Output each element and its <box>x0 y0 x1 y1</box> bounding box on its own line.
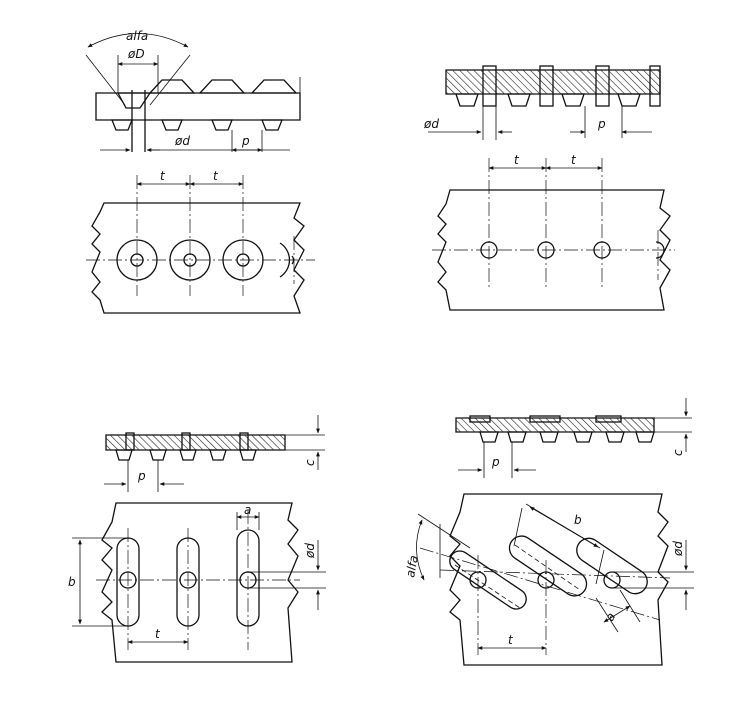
belt-outline-3 <box>101 502 299 663</box>
pitch-label: p <box>241 134 250 148</box>
outer-diameter-label: øD <box>127 47 145 61</box>
belt-outline-2 <box>437 189 671 311</box>
angle-label: alfa <box>403 554 421 578</box>
panel-2-belt-plan: t t <box>432 153 675 311</box>
panel-1-belt-plan: t t <box>86 169 315 314</box>
spacing-label: t <box>155 627 161 641</box>
spacing-label-a: t <box>514 153 520 167</box>
belt-profile-1 <box>95 92 301 121</box>
panel-3-belt-section: c p <box>104 415 325 492</box>
hole-diameter-label: ød <box>671 541 685 557</box>
spacing-label-b: t <box>213 169 219 183</box>
pitch-label: p <box>491 455 500 469</box>
panel-1-belt-section: alfa øD ød p <box>85 29 301 152</box>
belt-outline-4 <box>449 493 669 666</box>
thickness-label: c <box>303 459 317 466</box>
slot-length-label: b <box>68 575 76 589</box>
spacing-label-a: t <box>160 169 166 183</box>
hole-diameter-label: ød <box>174 134 190 148</box>
thickness-label: c <box>671 449 685 456</box>
spacing-label-b: t <box>571 153 577 167</box>
hole-diameter-label: ød <box>423 117 439 131</box>
angle-label: alfa <box>126 29 148 43</box>
belt-outline-1 <box>91 202 305 314</box>
panel-4-belt-section: c p <box>455 398 692 478</box>
spacing-label: t <box>508 633 514 647</box>
panel-4-belt-plan: alfa b ød a t <box>403 493 694 666</box>
slot-width-label: a <box>244 503 251 517</box>
slot-length-label: b <box>574 513 582 527</box>
pitch-label: p <box>597 117 606 131</box>
pitch-label: p <box>137 469 146 483</box>
panel-2-belt-section: ød p <box>423 65 661 140</box>
panel-3-belt-plan: a b ød t <box>68 502 326 663</box>
hole-diameter-label: ød <box>303 543 317 559</box>
